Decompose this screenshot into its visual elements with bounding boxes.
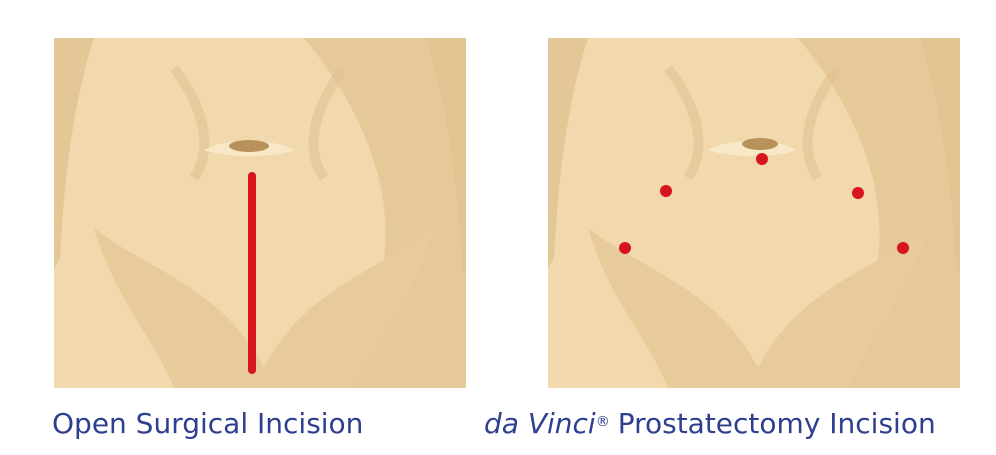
davinci-torso-panel [548,38,960,388]
port-dot-navel [756,153,768,165]
open-surgery-torso-panel [54,38,466,388]
port-dot-lower-right [897,242,909,254]
port-dot-upper-left [660,185,672,197]
davinci-caption-rest: Prostatectomy Incision [618,407,936,440]
port-dot-upper-right [852,187,864,199]
davinci-caption-brand: da Vinci [484,407,596,440]
port-dot-lower-left [619,242,631,254]
davinci-caption: da Vinci® Prostatectomy Incision [484,404,936,444]
navel-icon [742,138,778,150]
navel-icon [229,140,269,152]
davinci-torso-illustration [548,38,960,388]
registered-mark: ® [596,414,610,430]
open-surgical-caption: Open Surgical Incision [52,404,363,444]
open-surgery-torso-illustration [54,38,466,388]
